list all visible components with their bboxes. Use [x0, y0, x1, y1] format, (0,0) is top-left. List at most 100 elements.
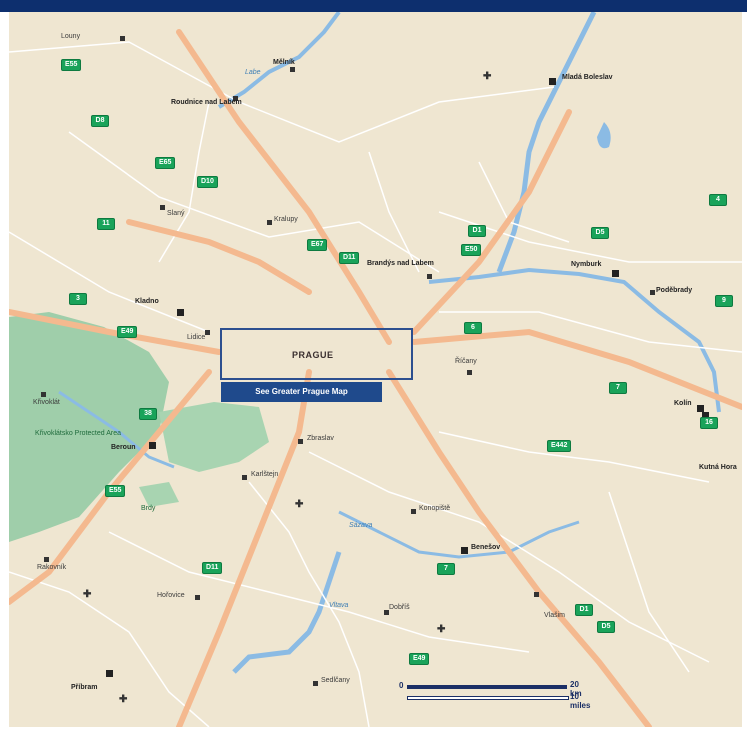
place-marker — [650, 290, 655, 295]
place-marker — [384, 610, 389, 615]
road-shield: E50 — [461, 244, 482, 256]
road-shield: E67 — [307, 239, 328, 251]
place-label: Karlštejn — [251, 471, 279, 478]
place-marker — [44, 557, 49, 562]
place-label: Vlašim — [544, 612, 566, 619]
place-marker — [612, 270, 619, 277]
place-label: Benešov — [471, 544, 501, 551]
place-marker — [290, 67, 295, 72]
place-label: Poděbrady — [656, 287, 693, 294]
place-marker — [160, 205, 165, 210]
place-marker — [120, 36, 125, 41]
place-marker — [534, 592, 539, 597]
park-area-west — [9, 312, 169, 542]
river-label: Sázava — [349, 522, 373, 529]
road-shield: D11 — [202, 562, 223, 574]
prague-label: PRAGUE — [292, 350, 334, 360]
place-marker — [313, 681, 318, 686]
road-shield: E49 — [409, 653, 430, 665]
road-shield: D1 — [575, 604, 593, 616]
road-shield: E442 — [547, 440, 572, 452]
road-shield: 7 — [437, 563, 455, 575]
place-marker — [267, 220, 272, 225]
place-marker — [411, 509, 416, 514]
place-label: Zbraslav — [307, 435, 334, 442]
place-label: Kutná Hora — [699, 464, 737, 471]
place-label: Slaný — [167, 210, 185, 217]
place-marker — [298, 439, 303, 444]
park-label: Křivoklátsko Protected Area — [35, 430, 121, 437]
place-label: Sedlčany — [321, 677, 350, 684]
river-labe-north — [496, 12, 597, 273]
place-marker — [177, 309, 184, 316]
place-marker — [233, 96, 238, 101]
scale-zero-label: 0 — [399, 681, 404, 690]
place-marker — [195, 595, 200, 600]
place-label: Mladá Boleslav — [562, 74, 613, 81]
park-area-small — [139, 482, 179, 507]
park-area-south — [159, 402, 269, 472]
place-label: Příbram — [71, 684, 98, 691]
place-label: Mělník — [273, 59, 295, 66]
landmark-icon: ✚ — [437, 624, 446, 635]
road-shield: E55 — [61, 59, 82, 71]
region-map[interactable]: Louny Roudnice nad Labem Mělník Mladá Bo… — [9, 12, 742, 727]
place-marker — [427, 274, 432, 279]
landmark-icon: ✚ — [295, 499, 304, 510]
place-marker — [106, 670, 113, 677]
place-marker — [461, 547, 468, 554]
river-label: Vltava — [329, 602, 349, 609]
map-header-bar — [0, 0, 747, 12]
road-shield: 9 — [715, 295, 733, 307]
road-shield: 38 — [139, 408, 157, 420]
river-labe-east — [428, 267, 721, 413]
landmark-icon: ✚ — [483, 71, 492, 82]
river-sazava — [338, 510, 580, 559]
road-shield: D11 — [339, 252, 360, 264]
place-label: Louny — [61, 33, 81, 40]
place-marker — [41, 392, 46, 397]
scale-bar-km — [407, 685, 567, 689]
river-vltava-north — [217, 12, 341, 109]
road-shield: 4 — [709, 194, 727, 206]
place-marker — [549, 78, 556, 85]
river-vltava-south — [232, 551, 342, 674]
road-shield: D5 — [597, 621, 615, 633]
river-label: Labe — [245, 69, 261, 76]
place-label: Kralupy — [274, 216, 298, 223]
place-marker — [242, 475, 247, 480]
place-label: Říčany — [455, 358, 477, 365]
place-label: Kladno — [135, 298, 159, 305]
place-label: Beroun — [111, 444, 136, 451]
place-label: Brandýs nad Labem — [367, 260, 434, 267]
place-label: Dobříš — [389, 604, 410, 611]
road-shield: D10 — [197, 176, 218, 188]
place-label: Hořovice — [157, 592, 185, 599]
place-label: Nymburk — [571, 261, 602, 268]
place-marker — [205, 330, 210, 335]
river-berounka — [58, 390, 175, 469]
landmark-icon: ✚ — [119, 694, 128, 705]
park-label: Brdy — [141, 505, 156, 512]
minor-roads — [9, 41, 742, 727]
scale-bar-miles — [407, 696, 569, 700]
place-marker — [149, 442, 156, 449]
map-graphics — [9, 12, 742, 727]
prague-highlight-box[interactable] — [220, 328, 413, 380]
place-label: Křivoklát — [33, 399, 60, 406]
place-label: Roudnice nad Labem — [171, 99, 242, 106]
place-marker — [467, 370, 472, 375]
scale-miles-label: 10 miles — [570, 692, 591, 710]
road-shield: E49 — [117, 326, 138, 338]
place-marker — [697, 405, 704, 412]
road-shield: D1 — [468, 225, 486, 237]
road-shield: 6 — [464, 322, 482, 334]
place-label: Kolín — [674, 400, 692, 407]
place-marker — [702, 412, 709, 419]
road-shield: E65 — [155, 157, 176, 169]
road-shield: D8 — [91, 115, 109, 127]
lake-east — [597, 122, 611, 149]
place-label: Lidice — [187, 334, 206, 341]
see-greater-prague-map-button[interactable]: See Greater Prague Map — [221, 382, 382, 402]
